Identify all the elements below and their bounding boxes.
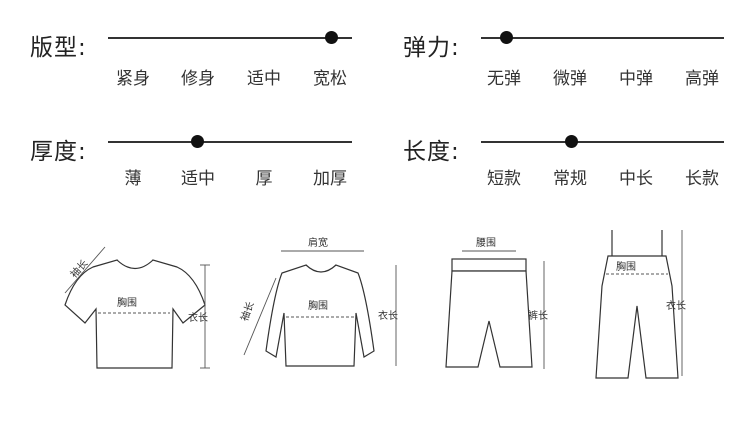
scale-selected-dot — [565, 135, 578, 148]
scale-selected-dot — [500, 31, 513, 44]
tshirt-collar — [116, 259, 154, 270]
sleeve-measure-line — [243, 277, 277, 356]
scale-option: 适中 — [181, 169, 215, 189]
scale-option: 加厚 — [313, 169, 347, 189]
attribute-label: 版型: — [30, 35, 87, 61]
sweater-outline — [265, 264, 375, 367]
attribute-label: 弹力: — [403, 35, 460, 61]
scale-option: 紧身 — [116, 69, 150, 89]
shoulder-label: 肩宽 — [308, 236, 328, 249]
attribute-label: 长度: — [403, 139, 460, 165]
length-label: 裤长 — [528, 309, 548, 322]
scale-option: 无弹 — [487, 69, 521, 89]
chest-label: 胸围 — [308, 299, 328, 312]
attribute-label: 厚度: — [30, 139, 87, 165]
scale-line — [481, 141, 724, 143]
scale-option: 短款 — [487, 169, 521, 189]
sleeve-measure-line — [64, 246, 106, 294]
chest-label: 胸围 — [616, 260, 636, 273]
scale-line — [108, 37, 352, 39]
scale-selected-dot — [191, 135, 204, 148]
shorts-diagram: 腰围 裤长 — [432, 233, 562, 378]
scale-option: 适中 — [247, 69, 281, 89]
overalls-outline — [595, 255, 679, 379]
sweater-diagram: 肩宽 胸围 衣长 袖长 — [236, 233, 406, 378]
scale-selected-dot — [325, 31, 338, 44]
length-label: 衣长 — [666, 299, 686, 312]
tshirt-diagram: 胸围 衣长 袖长 — [55, 235, 220, 380]
scale-option: 厚 — [255, 169, 273, 189]
scale-option: 长款 — [685, 169, 719, 189]
length-label: 衣长 — [188, 311, 208, 324]
sleeve-label: 袖长 — [238, 300, 257, 323]
length-label: 衣长 — [378, 309, 398, 322]
scale-option: 高弹 — [685, 69, 719, 89]
scale-line — [108, 141, 352, 143]
scale-option: 薄 — [124, 169, 142, 189]
chest-label: 胸围 — [117, 296, 137, 309]
shorts-waistband — [451, 258, 527, 272]
scale-option: 中长 — [619, 169, 653, 189]
scale-option: 修身 — [181, 69, 215, 89]
scale-option: 宽松 — [313, 69, 347, 89]
scale-option: 微弹 — [553, 69, 587, 89]
sweater-collar — [305, 264, 337, 273]
shorts-outline — [445, 270, 533, 368]
scale-line — [481, 37, 724, 39]
waist-label: 腰围 — [476, 237, 496, 249]
scale-option: 中弹 — [619, 69, 653, 89]
overalls-diagram: 胸围 衣长 — [582, 226, 702, 381]
scale-option: 常规 — [553, 169, 587, 189]
tshirt-outline — [64, 259, 206, 369]
